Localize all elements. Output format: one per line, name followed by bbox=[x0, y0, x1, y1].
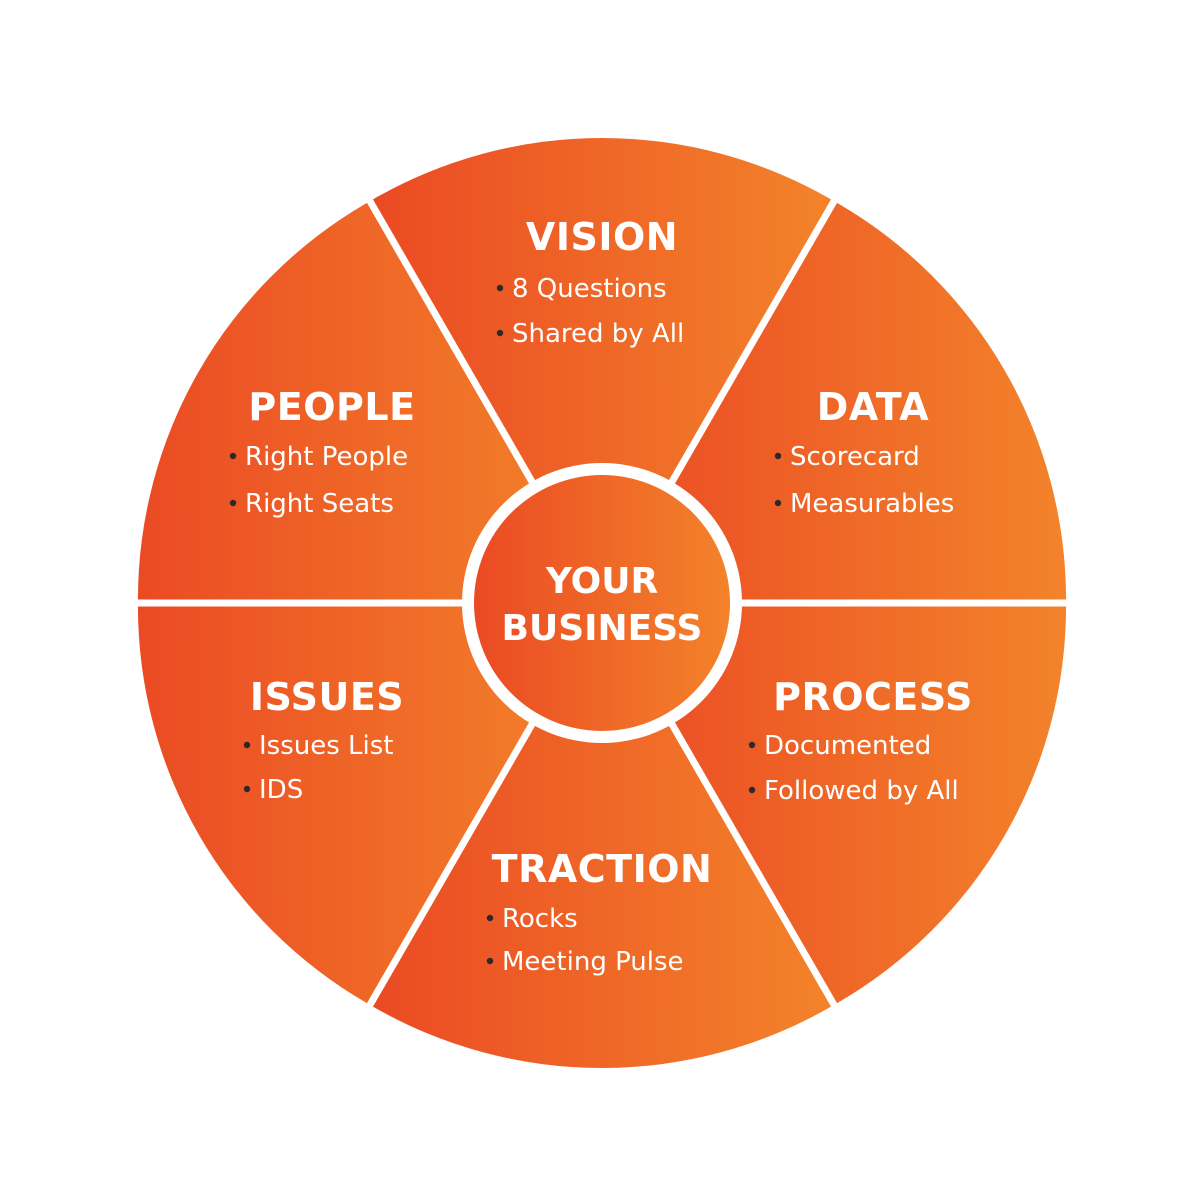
bullet-icon bbox=[486, 957, 494, 965]
bullet-icon bbox=[229, 452, 237, 460]
segment-process bbox=[608, 606, 1067, 1004]
segment-title-data: DATA bbox=[817, 385, 929, 429]
segment-item-vision-2: Shared by All bbox=[512, 319, 684, 349]
segment-people bbox=[137, 202, 596, 600]
bullet-icon bbox=[496, 284, 504, 292]
bullet-icon bbox=[486, 914, 494, 922]
wheel-segments bbox=[137, 137, 1067, 1068]
segment-title-vision: VISION bbox=[526, 215, 678, 259]
bullet-icon bbox=[496, 329, 504, 337]
segment-item-vision-1: 8 Questions bbox=[512, 274, 667, 304]
segment-item-process-2: Followed by All bbox=[764, 776, 959, 806]
bullet-icon bbox=[229, 499, 237, 507]
segment-title-process: PROCESS bbox=[773, 675, 973, 719]
bullet-icon bbox=[774, 499, 782, 507]
segment-item-traction-1: Rocks bbox=[502, 904, 578, 934]
segment-item-issues-2: IDS bbox=[259, 775, 303, 805]
bullet-icon bbox=[774, 452, 782, 460]
segment-title-people: PEOPLE bbox=[248, 385, 415, 429]
segment-item-people-1: Right People bbox=[245, 442, 408, 472]
center-circle bbox=[474, 475, 730, 731]
bullet-icon bbox=[748, 786, 756, 794]
segment-vision bbox=[373, 137, 831, 596]
bullet-icon bbox=[243, 785, 251, 793]
center-title-line2: BUSINESS bbox=[502, 608, 703, 649]
bullet-icon bbox=[748, 741, 756, 749]
segment-item-data-1: Scorecard bbox=[790, 442, 920, 472]
segment-data bbox=[608, 202, 1067, 600]
segment-item-process-1: Documented bbox=[764, 731, 931, 761]
segment-traction bbox=[373, 610, 831, 1068]
center-title-line1: YOUR bbox=[545, 561, 658, 602]
segment-item-data-2: Measurables bbox=[790, 489, 954, 519]
segment-item-traction-2: Meeting Pulse bbox=[502, 947, 684, 977]
segment-title-traction: TRACTION bbox=[492, 847, 713, 891]
segment-title-issues: ISSUES bbox=[250, 675, 404, 719]
center-hub: YOUR BUSINESS bbox=[462, 463, 742, 743]
bullet-icon bbox=[243, 741, 251, 749]
segment-item-people-2: Right Seats bbox=[245, 489, 394, 519]
segment-item-issues-1: Issues List bbox=[259, 731, 394, 761]
segment-issues bbox=[137, 606, 596, 1004]
